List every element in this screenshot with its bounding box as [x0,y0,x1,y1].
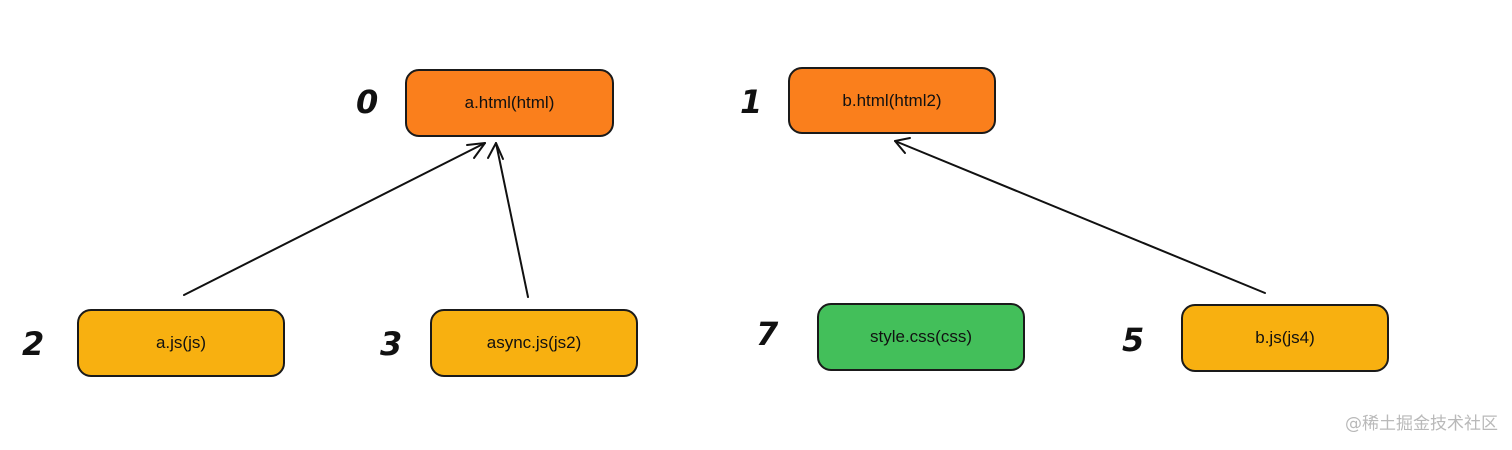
node-a-js[interactable]: a.js(js) [77,309,285,377]
edge-b-js-to-b-html [894,140,1266,294]
node-b-js[interactable]: b.js(js4) [1181,304,1389,372]
node-b-html[interactable]: b.html(html2) [788,67,996,134]
node-style-css[interactable]: style.css(css) [817,303,1025,371]
node-index-b-html: 1 [740,83,763,121]
node-async-js[interactable]: async.js(js2) [430,309,638,377]
edge-b-js-to-b-html-arrowhead [894,137,911,154]
node-index-b-js: 5 [1122,321,1145,359]
edge-async-js-to-a-html-arrowhead [487,142,504,160]
node-a-html[interactable]: a.html(html) [405,69,614,137]
edge-async-js-to-a-html [495,142,529,298]
edge-a-js-to-a-html-arrowhead [466,142,486,159]
node-index-a-html: 0 [356,83,379,121]
node-index-style-css: 7 [756,315,779,353]
node-index-a-js: 2 [22,325,45,363]
node-index-async-js: 3 [380,325,403,363]
edge-a-js-to-a-html [183,142,486,296]
watermark-text: @稀土掘金技术社区 [1345,414,1498,434]
